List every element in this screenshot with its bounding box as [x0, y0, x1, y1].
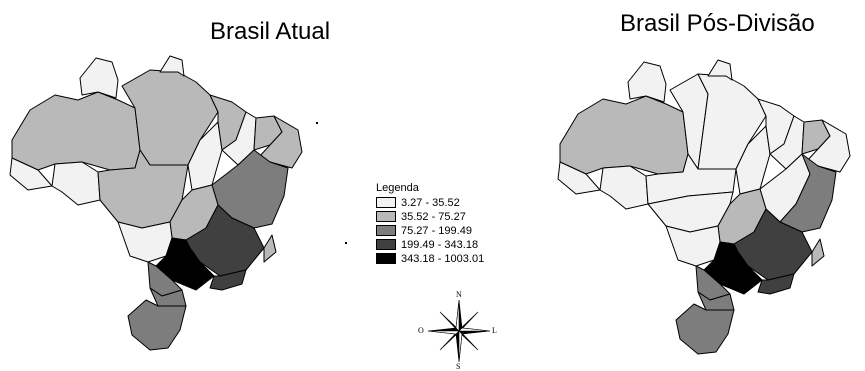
- region-rio-grande-do-sul: [127, 299, 187, 351]
- region-roraima: [79, 57, 119, 99]
- legend-label: 75.27 - 199.49: [401, 224, 472, 237]
- island-dot: [316, 122, 318, 124]
- region-pd-acre: [557, 161, 601, 195]
- legend-label: 35.52 - 75.27: [401, 210, 466, 223]
- region-pd-norte-1: [627, 61, 667, 103]
- region-pd-bahia-leste: [779, 153, 837, 233]
- region-rio-de-janeiro: [209, 269, 247, 291]
- island-dot: [345, 242, 347, 244]
- compass-south-label: S: [456, 362, 461, 371]
- legend-label: 343.18 - 1003.01: [401, 252, 485, 265]
- region-pd-amapa: [707, 59, 733, 81]
- compass-west-label: O: [418, 326, 424, 335]
- legend-title: Legenda: [376, 182, 419, 194]
- legend-swatch: [376, 225, 396, 236]
- legend-swatch: [376, 253, 396, 264]
- legend-swatch: [376, 239, 396, 250]
- region-pd-amazonas: [559, 95, 689, 175]
- region-rondonia: [51, 161, 101, 206]
- region-mato-grosso: [97, 149, 189, 229]
- region-pd-rondonia: [599, 165, 649, 210]
- legend-item: 75.27 - 199.49: [376, 224, 484, 237]
- legend-swatch: [376, 211, 396, 222]
- legend-item: 343.18 - 1003.01: [376, 252, 484, 265]
- legend-label: 199.49 - 343.18: [401, 238, 479, 251]
- legend-swatch: [376, 197, 396, 208]
- region-pd-rio-de-janeiro: [757, 273, 795, 295]
- legend-item: 199.49 - 343.18: [376, 238, 484, 251]
- region-pd-espirito-santo: [811, 238, 825, 267]
- compass-rose-icon: N S O L: [418, 290, 497, 371]
- right-map-title: Brasil Pós-Divisão: [620, 10, 815, 37]
- legend-label: 3.27 - 35.52: [401, 196, 460, 209]
- region-acre: [9, 157, 53, 191]
- region-santa-catarina: [149, 287, 187, 307]
- region-espirito-santo: [263, 234, 277, 263]
- compass-north-label: N: [456, 290, 462, 299]
- legend-item: 3.27 - 35.52: [376, 196, 484, 209]
- region-pd-mato-grosso-do-sul: [665, 225, 721, 267]
- left-map-title: Brasil Atual: [210, 18, 331, 45]
- legend-item: 35.52 - 75.27: [376, 210, 484, 223]
- compass-east-label: L: [492, 326, 497, 335]
- region-amapa: [159, 55, 185, 77]
- region-pd-rio-grande-do-sul: [675, 303, 735, 355]
- region-pd-santa-catarina: [697, 291, 735, 311]
